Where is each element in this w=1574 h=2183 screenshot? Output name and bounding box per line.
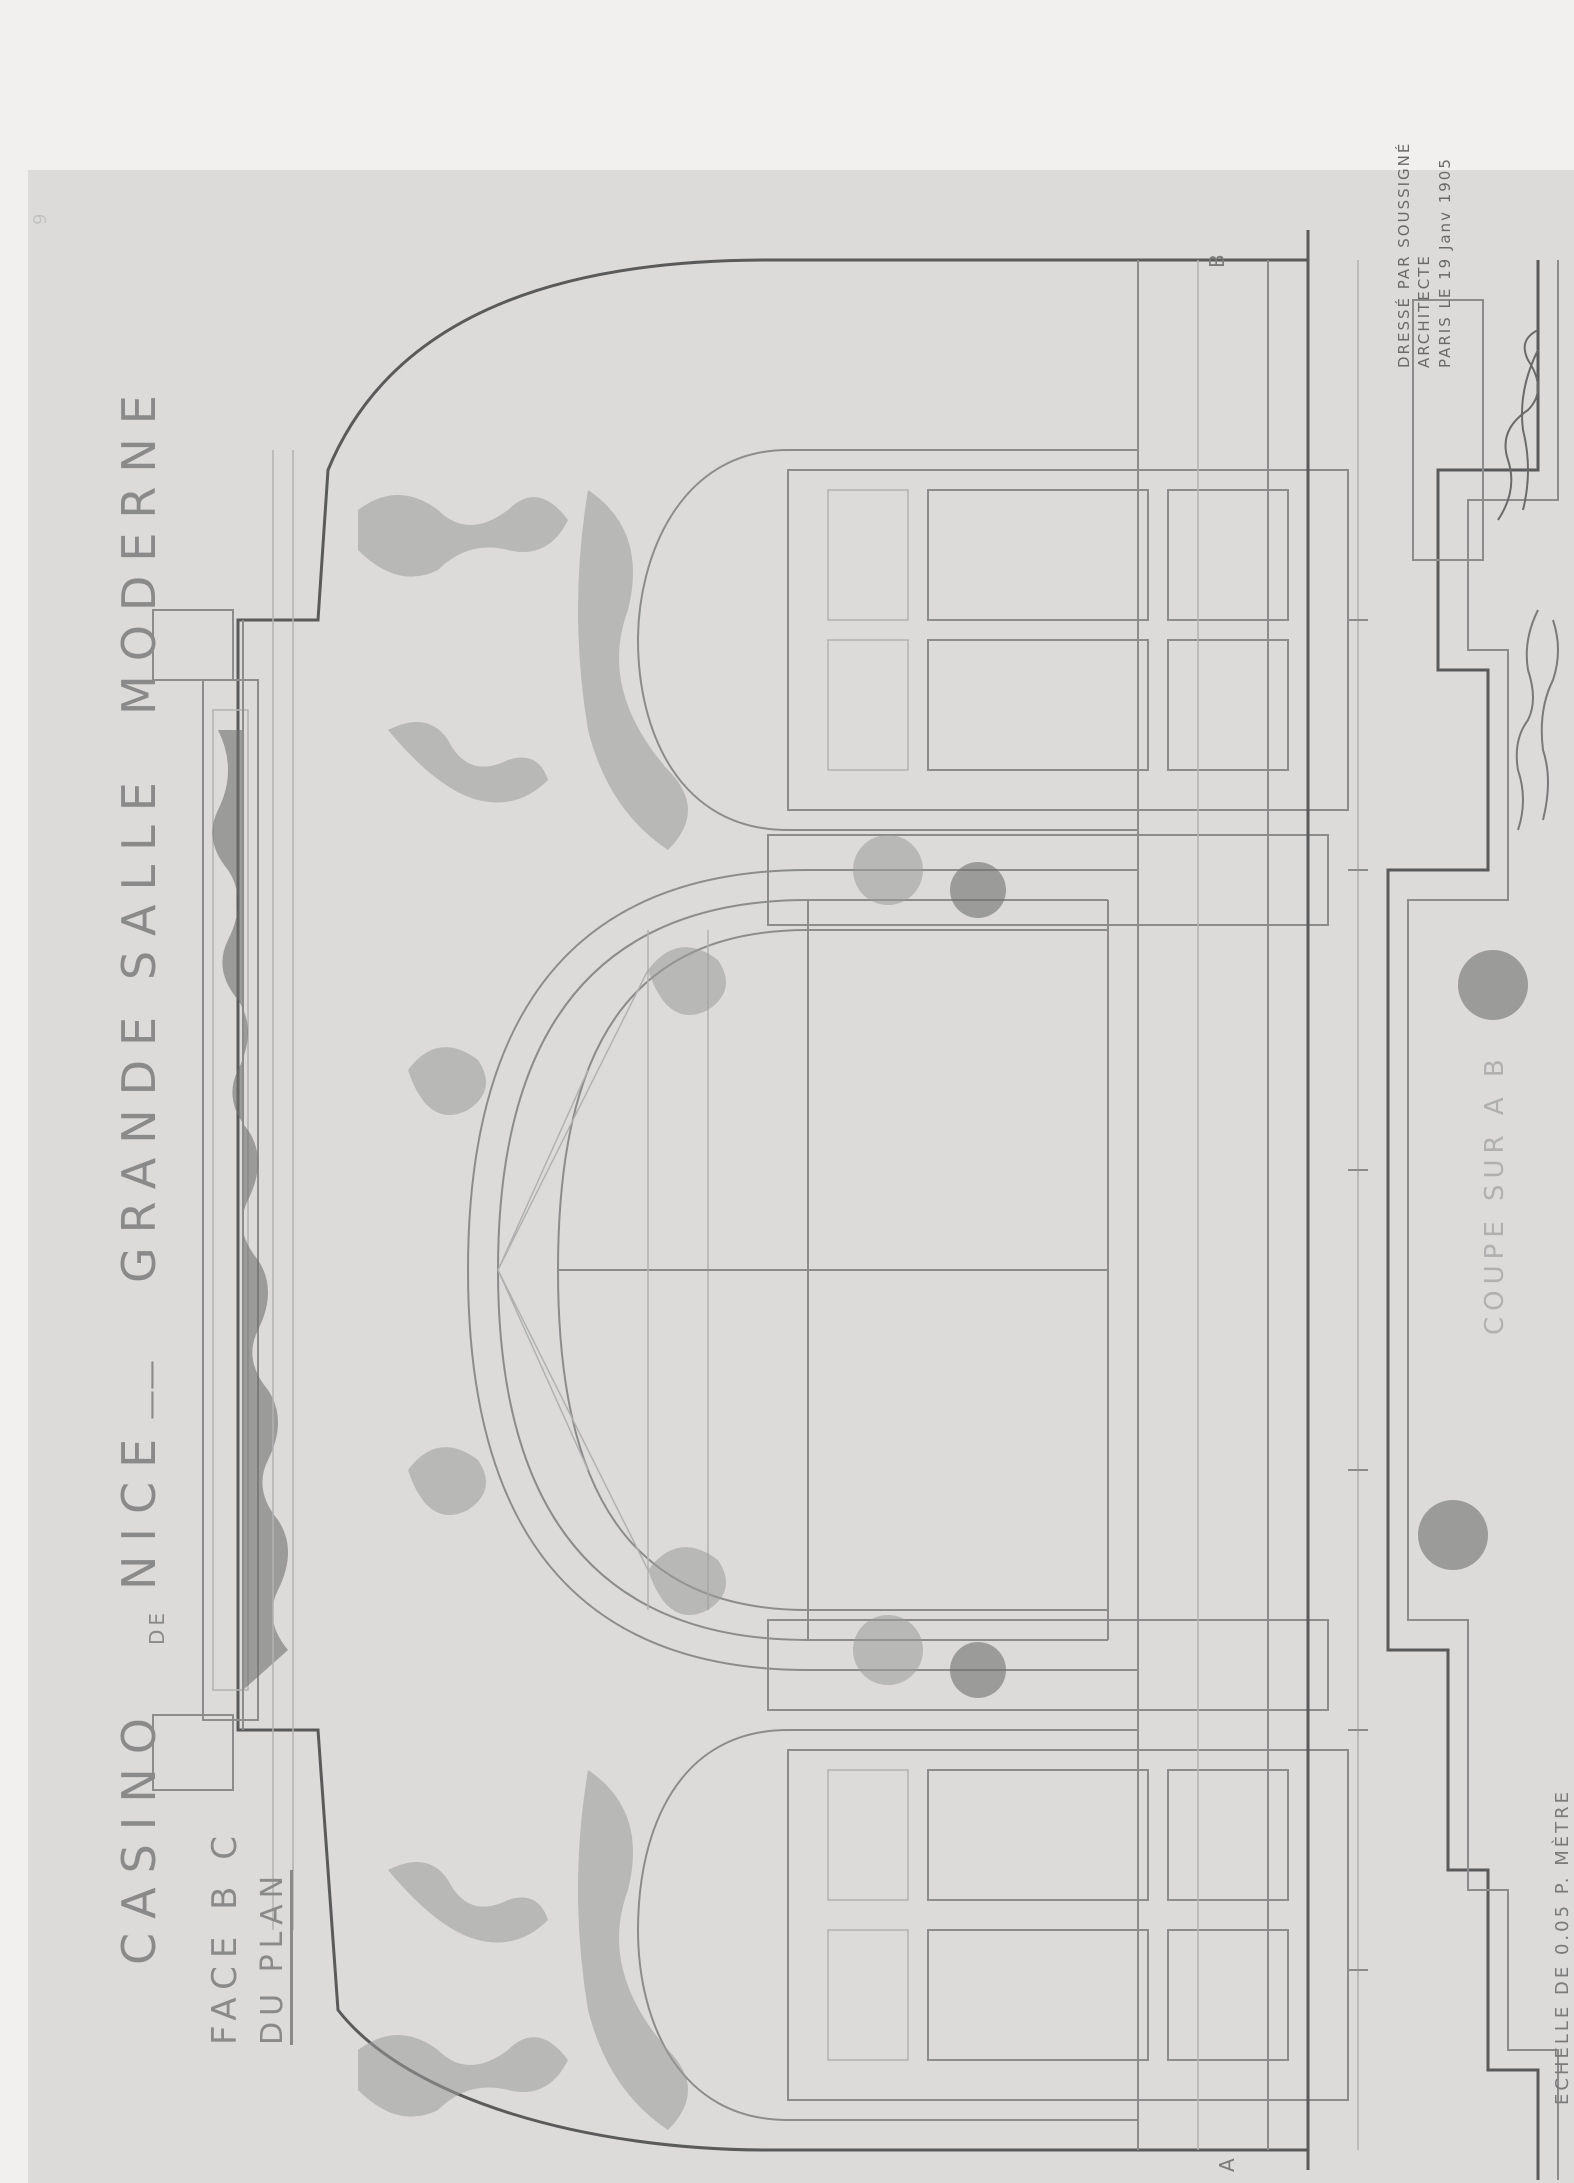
title-dash: —— (134, 1360, 169, 1420)
signature (1497, 329, 1539, 521)
stamp-line-3: PARIS LE 19 Janv 1905 (1436, 157, 1454, 368)
dimension-ticks (1348, 619, 1368, 1971)
view-label: FACE B C (205, 1828, 245, 2045)
section-profile-fill (1407, 260, 1559, 2180)
section-profile (1386, 260, 1540, 2180)
title-moderne: MODERNE (112, 381, 166, 715)
stamp-box (1412, 299, 1484, 561)
drawing-sheet (28, 170, 1574, 2183)
elevation-drawing (152, 230, 1559, 2180)
sheet-number: 9 (30, 213, 51, 225)
section-label: COUPE SUR A B (1480, 1053, 1510, 1335)
title-casino: CASINO (112, 1704, 166, 1965)
title-salle: SALLE (112, 768, 166, 980)
scale-note: ECHELLE DE 0.05 P. MÈTRE (1552, 1788, 1573, 2105)
stamp-line-2: ARCHITECTE (1415, 254, 1433, 368)
pilaster-right (767, 834, 1329, 926)
title-nice: NICE (112, 1424, 166, 1590)
column-section-top (1458, 950, 1528, 1020)
central-arched-window (466, 869, 1138, 1671)
section-marker-a: A (1215, 2158, 1239, 2172)
handwritten-note (1515, 609, 1559, 831)
wall-outline (236, 258, 1308, 2152)
door-lower (578, 1729, 1349, 2130)
title-grande: GRANDE (112, 1002, 166, 1283)
section-marker-b: B (1205, 254, 1229, 268)
door-upper (578, 449, 1349, 850)
view-sublabel: DU PLAN (255, 1869, 293, 2045)
frieze-end-box-top (152, 609, 234, 681)
wall-foliage (358, 495, 726, 2117)
pilaster-left (767, 1615, 1329, 1711)
stamp-line-1: DRESSÉ PAR SOUSSIGNÉ (1395, 141, 1413, 368)
frieze-ornament (212, 730, 288, 1690)
title-de: DE (145, 1608, 169, 1645)
frieze-end-box-bottom (152, 1714, 234, 1791)
column-section-bottom (1418, 1500, 1488, 1570)
